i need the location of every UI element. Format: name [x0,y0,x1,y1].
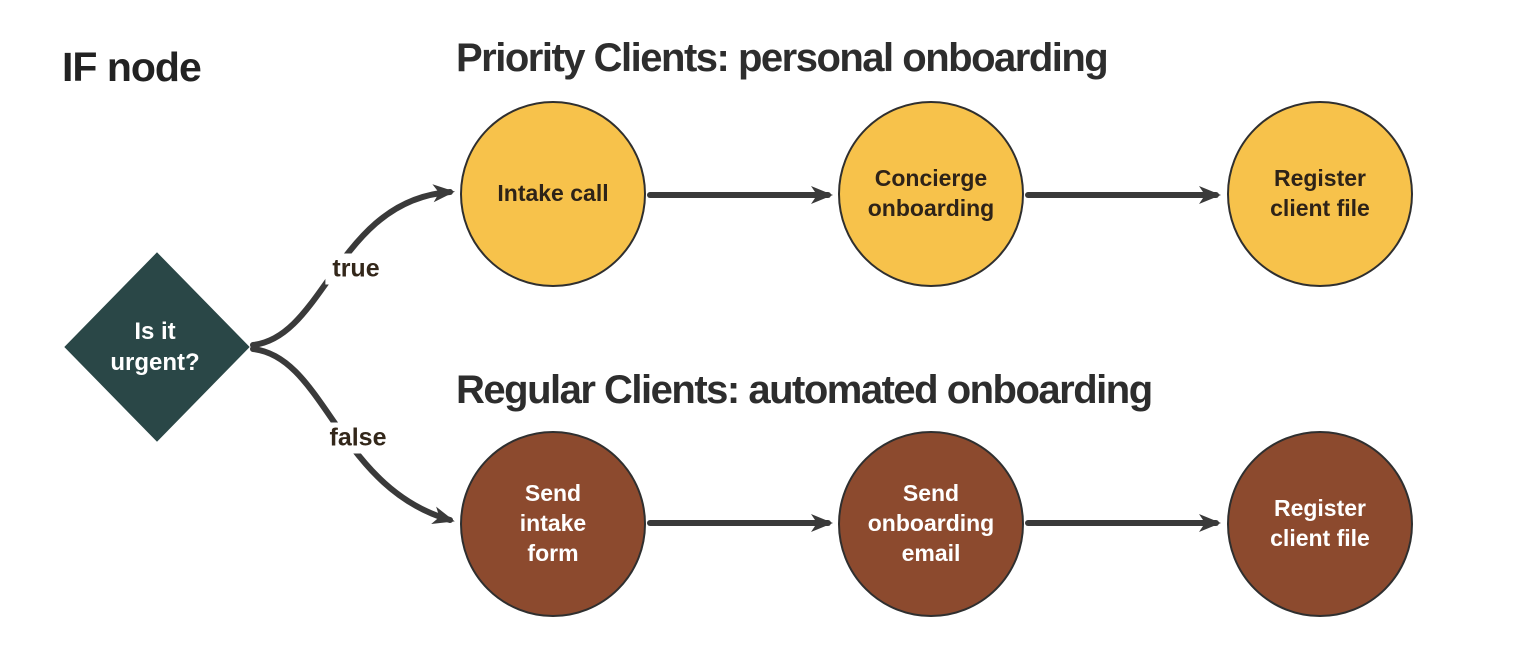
true-branch-label: true [325,253,387,285]
regular-flow-heading: Regular Clients: automated onboarding [456,368,1153,412]
false-branch-label: false [322,422,394,454]
node-register-client-file-regular: Register client file [1227,431,1413,617]
node-label: Register client file [1270,165,1370,221]
node-send-onboarding-email: Send onboarding email [838,431,1024,617]
node-label: Register client file [1270,495,1370,551]
node-register-client-file-priority: Register client file [1227,101,1413,287]
node-intake-call: Intake call [460,101,646,287]
decision-node-label: Is it urgent? [110,318,200,377]
node-label: Intake call [497,180,609,207]
node-label: Send intake form [519,480,587,566]
node-label: Concierge onboarding [867,165,995,221]
priority-flow-heading: Priority Clients: personal onboarding [456,36,1109,80]
if-node-diamond [64,252,250,442]
node-send-intake-form: Send intake form [460,431,646,617]
page-title: IF node [62,44,202,90]
node-concierge-onboarding: Concierge onboarding [838,101,1024,287]
node-label: Send onboarding email [867,480,995,566]
